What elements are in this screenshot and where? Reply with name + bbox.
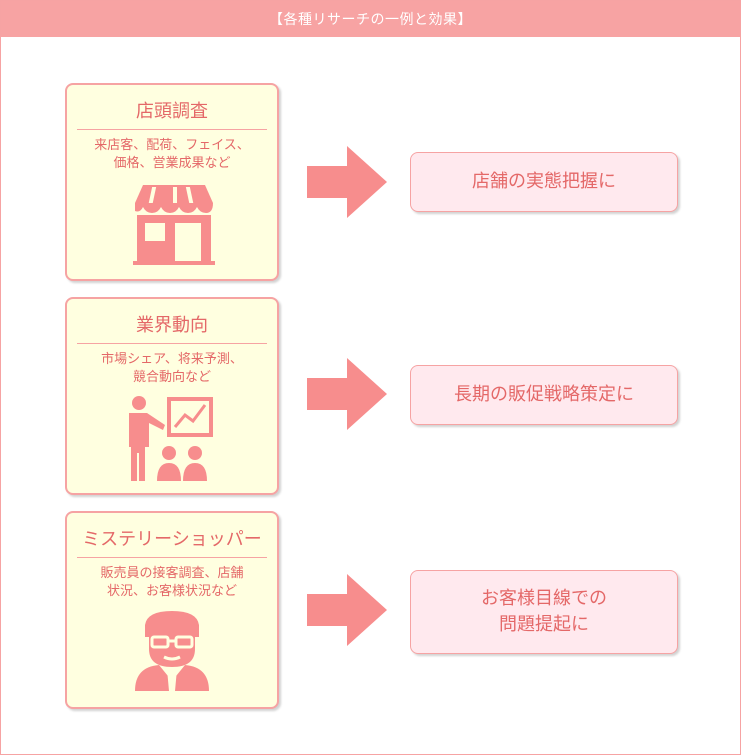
- card-mystery-shopper: ミステリーショッパー 販売員の接客調査、店舗 状況、お客様状況など: [65, 511, 279, 709]
- result-box: 店舗の実態把握に: [410, 152, 678, 212]
- card-title: 業界動向: [77, 309, 267, 344]
- card-title: ミステリーショッパー: [77, 523, 267, 558]
- result-box: お客様目線での 問題提起に: [410, 570, 678, 654]
- storefront-icon: [133, 185, 215, 265]
- card-store-survey: 店頭調査 来店客、配荷、フェイス、 価格、営業成果など: [65, 83, 279, 281]
- shopper-person-icon: [135, 611, 209, 691]
- card-title: 店頭調査: [77, 95, 267, 130]
- card-description: 来店客、配荷、フェイス、 価格、営業成果など: [94, 138, 250, 171]
- card-description: 販売員の接客調査、店舗 状況、お客様状況など: [100, 566, 244, 599]
- diagram-title: 【各種リサーチの一例と効果】: [1, 1, 740, 37]
- result-box: 長期の販促戦略策定に: [410, 365, 678, 425]
- arrow-right-icon: [307, 146, 387, 218]
- card-description: 市場シェア、将来予測、 競合動向など: [101, 352, 243, 385]
- arrow-right-icon: [307, 574, 387, 646]
- presentation-icon: [129, 396, 213, 481]
- arrow-right-icon: [307, 358, 387, 430]
- card-industry-trends: 業界動向 市場シェア、将来予測、 競合動向など: [65, 297, 279, 495]
